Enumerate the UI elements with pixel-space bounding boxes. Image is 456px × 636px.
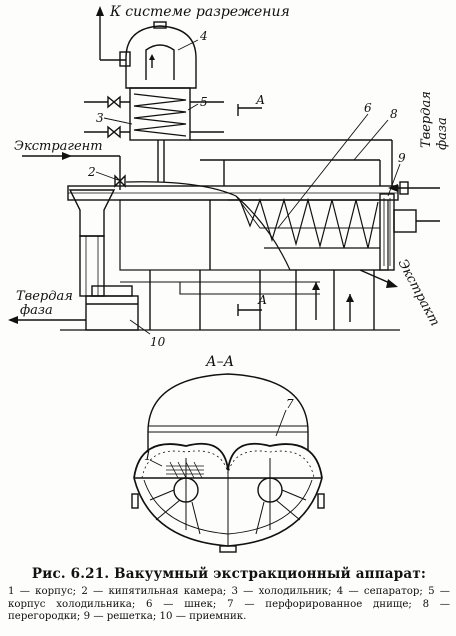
- label-solid-right-2: фаза: [435, 117, 450, 150]
- label-solid-right-1: Твердая: [419, 91, 434, 148]
- callout-6: 6: [364, 101, 372, 115]
- label-top: К системе разрежения: [109, 4, 290, 20]
- callout-8: 8: [390, 107, 398, 121]
- figure-caption-title: Рис. 6.21. Вакуумный экстракционный аппа…: [31, 566, 427, 582]
- callout-4: 4: [199, 29, 208, 43]
- receiver-10: [85, 285, 139, 331]
- section-view-aa: [131, 373, 325, 553]
- label-extract: Экстракт: [394, 257, 442, 329]
- callout-1: 1: [144, 449, 152, 463]
- extragent-inlet: [22, 152, 126, 190]
- solid-phase-right-arrow: [388, 181, 440, 195]
- callout-2: 2: [87, 165, 96, 179]
- callout-3: 3: [96, 111, 104, 125]
- leader-lines: [95, 39, 401, 335]
- section-title: А–А: [205, 354, 234, 370]
- label-solid-left-2: фаза: [20, 303, 53, 318]
- section-mark-bottom: [237, 304, 262, 316]
- label-extragent: Экстрагент: [14, 139, 103, 154]
- section-letter-top: А: [255, 93, 265, 107]
- callout-7: 7: [286, 397, 294, 411]
- cooling-pipes: [84, 95, 224, 139]
- callout-5: 5: [200, 95, 208, 109]
- supports: [60, 270, 400, 331]
- section-letter-bottom: А: [257, 293, 267, 307]
- condenser-body-5: [129, 87, 191, 141]
- partitions-8: [190, 139, 393, 186]
- separator-4: [119, 21, 197, 89]
- vacuum-line: [96, 6, 126, 61]
- vapour-pipe: [157, 140, 165, 182]
- screw-conveyor-6: [228, 197, 380, 249]
- callout-9: 9: [398, 151, 406, 165]
- extract-outlet: [359, 269, 398, 288]
- apparatus-body-1: [67, 181, 399, 271]
- loading-hopper: [68, 189, 116, 297]
- figure-caption-legend: 1 — корпус; 2 — кипятильная камера; 3 — …: [8, 586, 450, 623]
- label-solid-left-1: Твердая: [16, 289, 73, 304]
- grate-9: [379, 193, 440, 271]
- section-mark-top: [237, 104, 262, 116]
- callout-10: 10: [150, 335, 166, 349]
- solid-phase-left-arrow: [8, 316, 86, 324]
